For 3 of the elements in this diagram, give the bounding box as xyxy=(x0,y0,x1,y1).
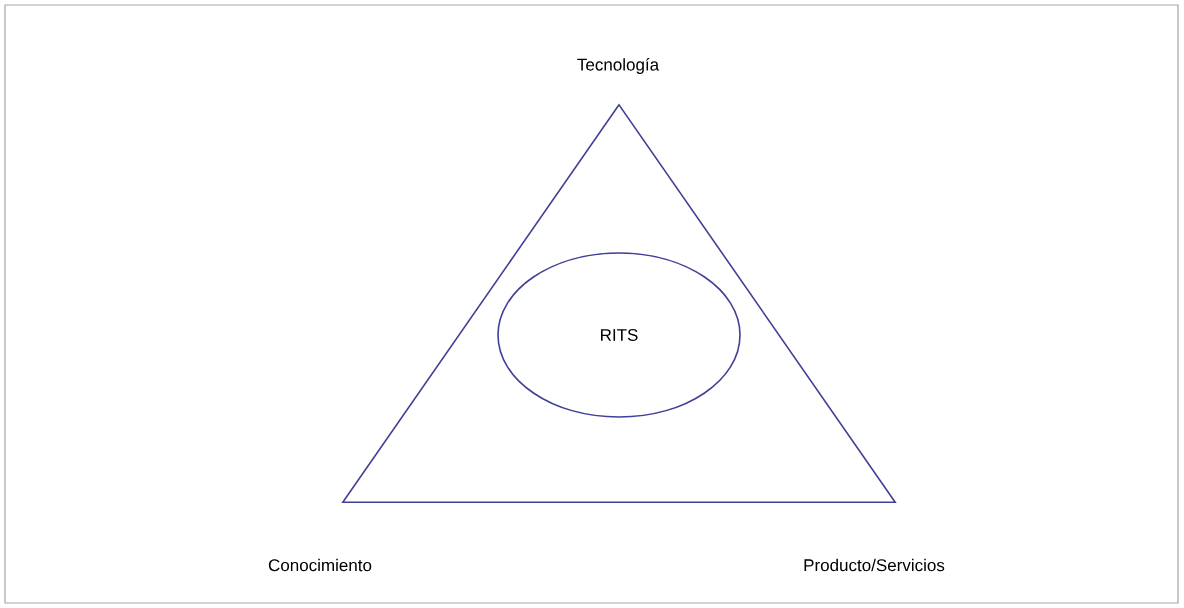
corner-label: Conocimiento xyxy=(268,558,372,572)
corner-label: Producto/Servicios xyxy=(804,558,945,572)
corner-label: Tecnología xyxy=(577,57,660,74)
